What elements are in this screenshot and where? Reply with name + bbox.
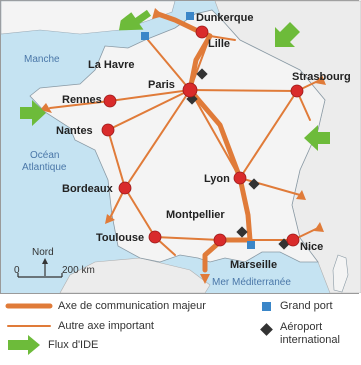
other-axes: [49, 35, 321, 256]
road-nantes-bordeaux: [107, 129, 126, 189]
road-lyon-east: [239, 177, 301, 196]
label-strasbourg: Strasbourg: [292, 71, 351, 83]
road-arrowheads: [40, 8, 326, 284]
fdi-arrow-north: [118, 9, 151, 31]
legend-major-axis-label: Axe de communication majeur: [58, 300, 206, 312]
label-lyon: Lyon: [204, 173, 230, 185]
label-ocean-line2: Atlantique: [22, 162, 67, 173]
label-nice: Nice: [300, 241, 323, 253]
fdi-arrow-east: [304, 125, 330, 151]
road-paris-nantes: [107, 89, 191, 131]
ports: [141, 12, 255, 249]
france-map: Dunkerque Lille La Havre Paris Strasbour…: [0, 0, 361, 293]
north-scale: Nord 0 200 km: [14, 247, 95, 278]
north-label: Nord: [32, 247, 54, 258]
label-dunkerque: Dunkerque: [196, 12, 253, 24]
scale-distance: 200 km: [62, 265, 95, 276]
arrowhead-switzerland: [296, 190, 306, 200]
label-marseille: Marseille: [230, 259, 277, 271]
label-lille: Lille: [208, 38, 230, 50]
fdi-arrow-northeast: [275, 22, 300, 47]
legend-port-label: Grand port: [280, 300, 333, 312]
city-toulouse: [148, 230, 162, 244]
legend-port-icon: [262, 302, 271, 311]
fdi-arrow-west: [20, 100, 46, 126]
city-rennes: [103, 94, 117, 108]
label-nantes: Nantes: [56, 125, 93, 137]
legend-airport-label-line1: Aéroport: [280, 321, 323, 333]
road-paris-havre: [147, 39, 191, 91]
road-paris-lyon-thin: [189, 89, 241, 179]
corsica: [332, 254, 349, 293]
legend: Axe de communication majeur Autre axe im…: [0, 293, 359, 364]
arrowhead-north: [152, 8, 164, 19]
road-rennes-west: [49, 100, 111, 109]
north-arrow-icon: [42, 258, 48, 264]
label-bordeaux: Bordeaux: [62, 183, 114, 195]
label-mediterranee: Mer Méditerranée: [212, 277, 291, 288]
port-le-havre: [141, 32, 149, 40]
label-ocean-line1: Océan: [30, 150, 59, 161]
road-lyon-strasbourg: [239, 90, 298, 179]
city-lille: [195, 25, 209, 39]
road-bordeaux-toulouse: [124, 187, 156, 238]
port-marseille: [247, 241, 255, 249]
arrowhead-italy: [314, 222, 324, 232]
port-dunkerque: [186, 12, 194, 20]
airport-lyon: [248, 178, 260, 190]
fdi-flow-arrows: [20, 9, 330, 151]
road-paris-rennes: [109, 89, 191, 102]
label-le-havre: La Havre: [88, 59, 134, 71]
road-paris-strasbourg: [189, 89, 298, 92]
city-bordeaux: [118, 181, 132, 195]
legend-fdi-arrow-icon: [8, 335, 40, 355]
city-montpellier: [213, 233, 227, 247]
label-rennes: Rennes: [62, 94, 102, 106]
legend-other-axis-label: Autre axe important: [58, 320, 154, 332]
city-nantes: [101, 123, 115, 137]
city-strasbourg: [290, 84, 304, 98]
city-lyon: [233, 171, 247, 185]
label-manche: Manche: [24, 54, 60, 65]
arrowhead-southwest: [105, 214, 115, 224]
arrowhead-east: [315, 75, 326, 85]
legend-fdi-label: Flux d'IDE: [48, 339, 99, 351]
city-nice: [286, 233, 300, 247]
legend-airport-label-line2: international: [280, 334, 340, 346]
road-toulouse-montpellier: [154, 236, 221, 241]
cities: [101, 25, 304, 247]
legend-airport-icon: [260, 323, 273, 336]
road-lille-east: [209, 35, 236, 41]
scale-zero: 0: [14, 265, 20, 276]
label-paris: Paris: [148, 79, 175, 91]
legend-symbols: [5, 302, 273, 355]
label-montpellier: Montpellier: [166, 209, 225, 221]
city-paris: [182, 82, 198, 98]
label-toulouse: Toulouse: [96, 232, 144, 244]
arrowhead-south: [200, 274, 210, 284]
road-paris-bordeaux: [124, 89, 191, 189]
airport-marseille: [236, 226, 248, 238]
